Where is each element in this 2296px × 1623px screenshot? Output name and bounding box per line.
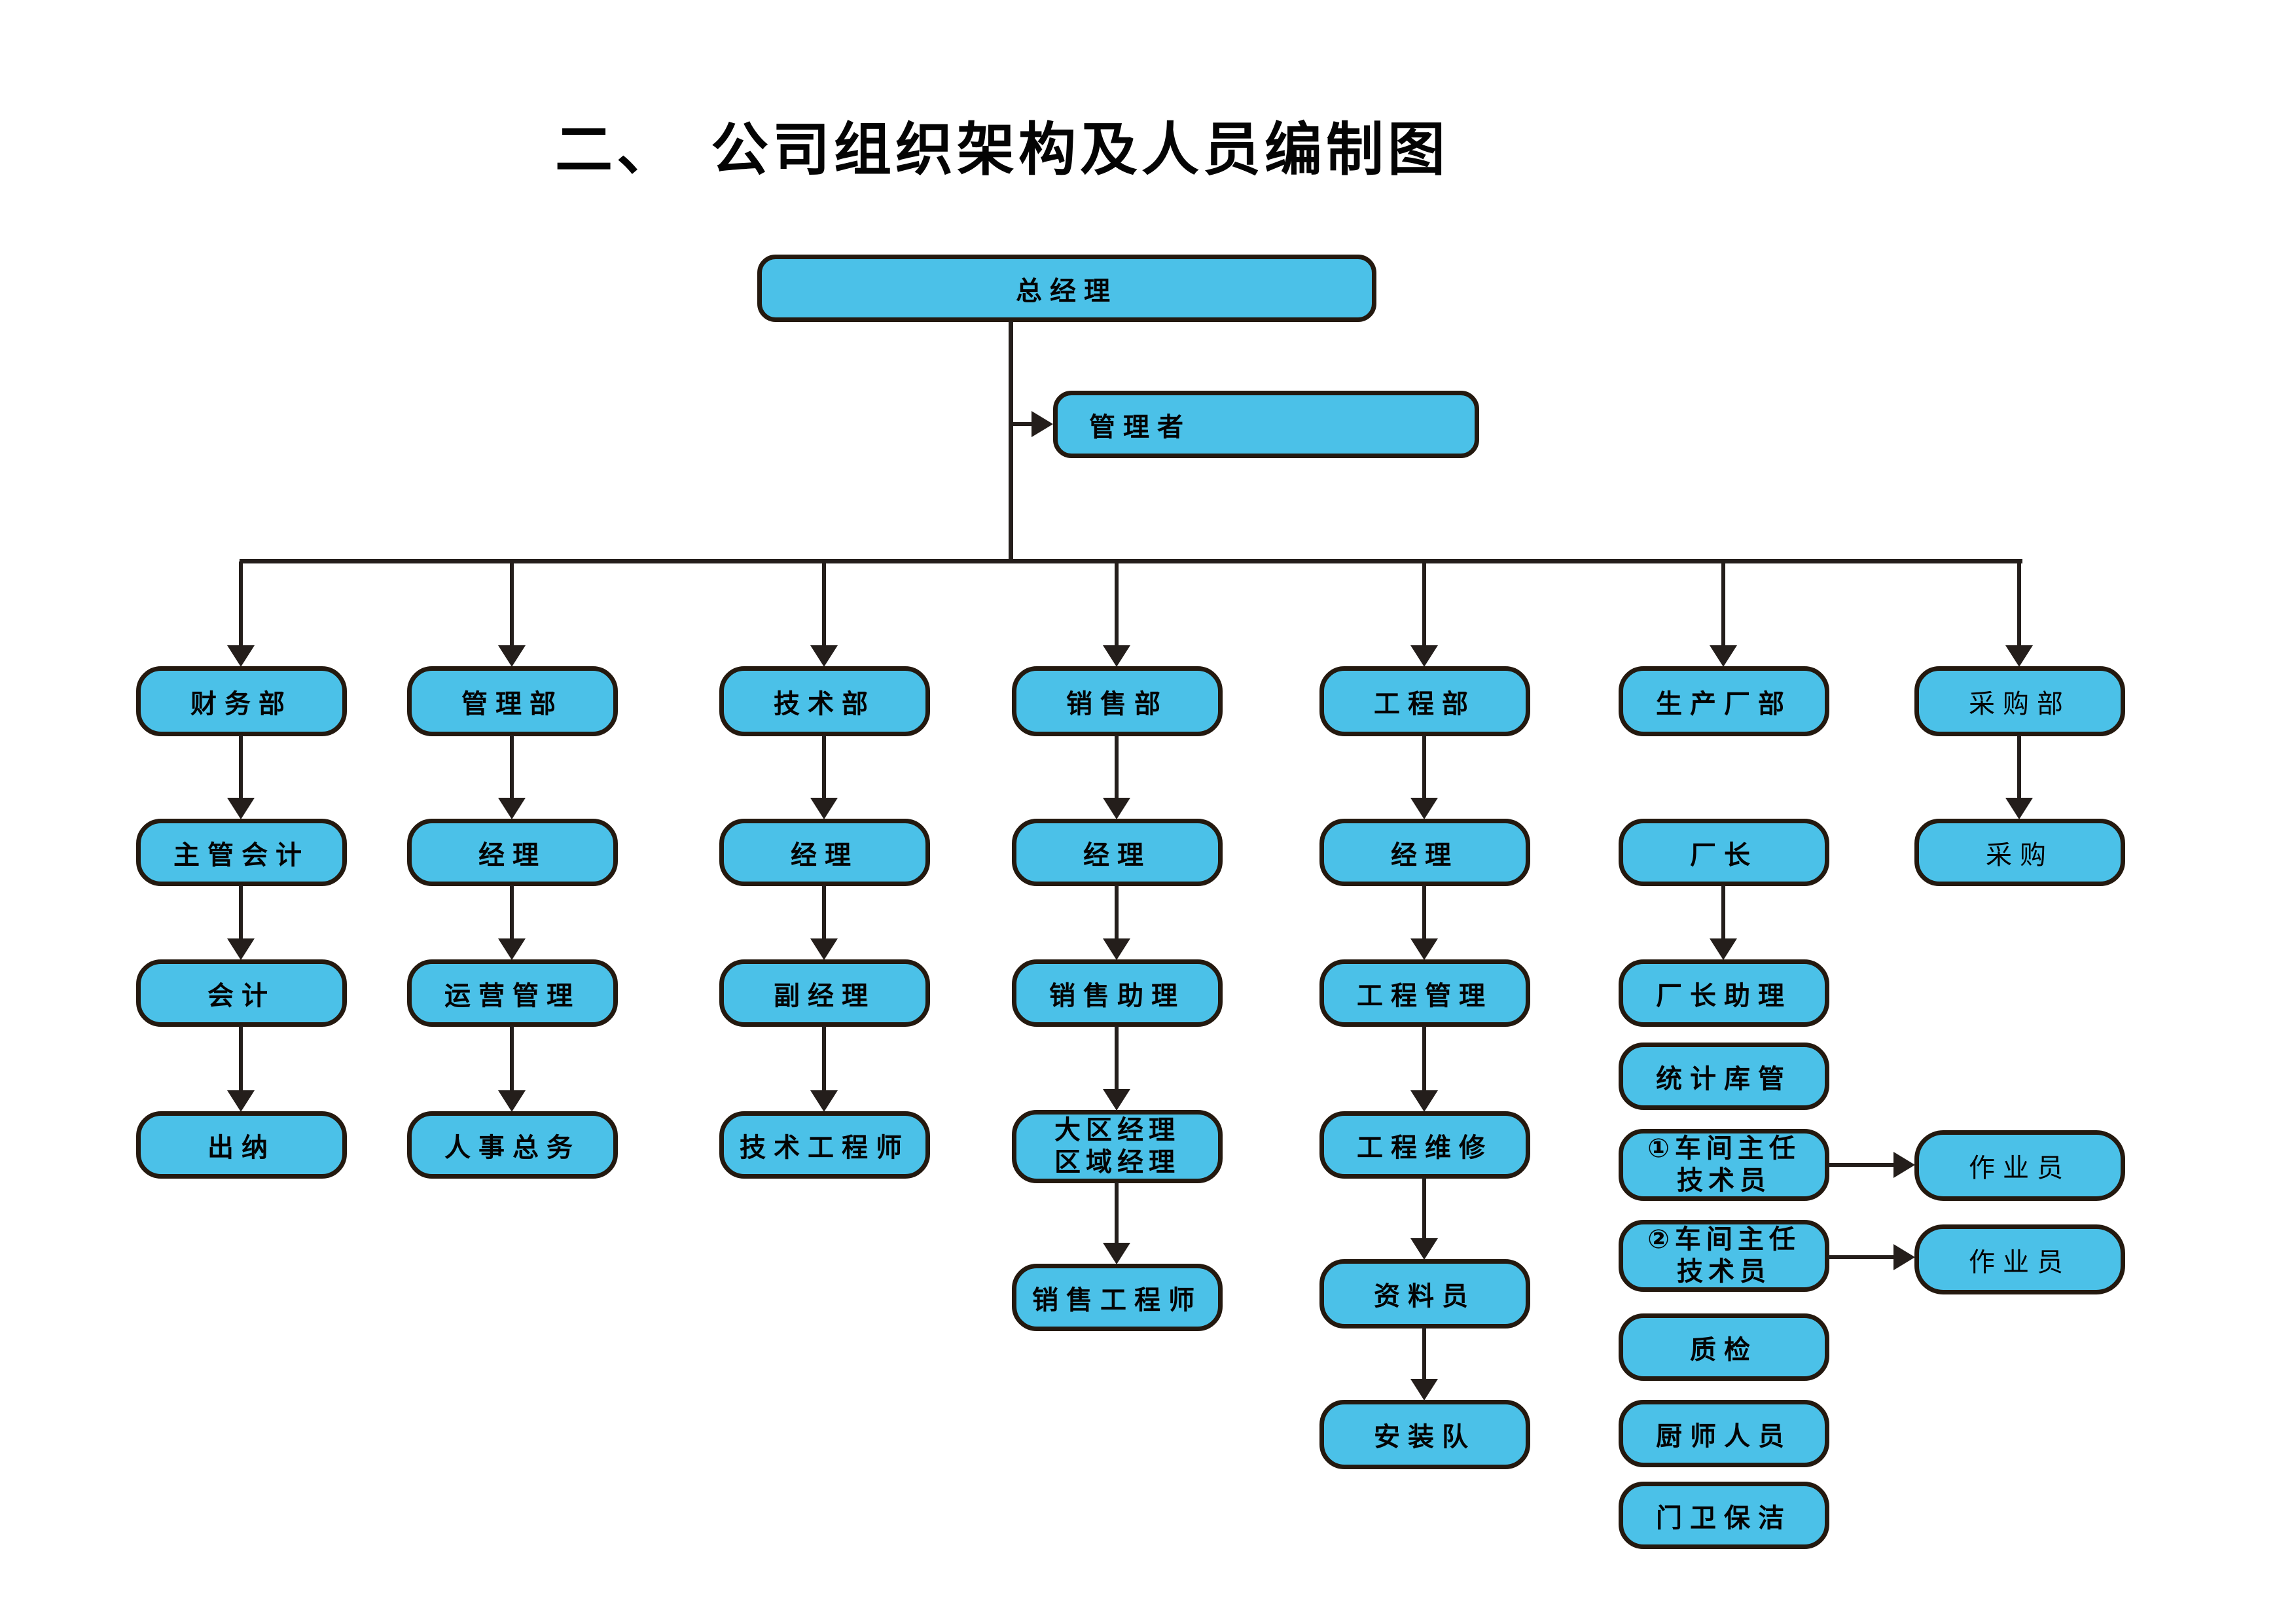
node-dept-engineering: 工程部	[1319, 666, 1530, 736]
node-engineering-management: 工程管理	[1319, 959, 1530, 1027]
node-security-cleaning: 门卫保洁	[1619, 1482, 1829, 1549]
connector-arrow-to-manager	[1011, 411, 1053, 437]
connector-branch-line	[240, 559, 2022, 563]
connector-drop-engineering	[1410, 562, 1438, 667]
connector-arrow	[810, 1026, 838, 1112]
connector-arrow	[1410, 885, 1438, 960]
connector-arrow-operator-1	[1828, 1152, 1915, 1178]
node-statistics-warehouse: 统计库管	[1619, 1043, 1829, 1110]
node-hr-general-affairs: 人事总务	[407, 1111, 618, 1179]
connector-arrow	[1410, 1177, 1438, 1260]
connector-trunk-line	[1009, 321, 1013, 562]
node-admin-manager: 经理	[407, 819, 618, 886]
connector-drop-sales	[1103, 562, 1130, 667]
node-accountant: 会计	[136, 959, 347, 1027]
connector-arrow	[1103, 1182, 1130, 1264]
node-technical-engineer: 技术工程师	[719, 1111, 930, 1179]
connector-arrow	[1410, 1327, 1438, 1400]
node-dept-tech: 技术部	[719, 666, 930, 736]
connector-drop-finance	[227, 562, 255, 667]
node-dept-sales: 销售部	[1012, 666, 1223, 736]
node-dept-production: 生产厂部	[1619, 666, 1829, 736]
node-tech-manager: 经理	[719, 819, 930, 886]
node-sales-assistant: 销售助理	[1012, 959, 1223, 1027]
node-manager: 管理者	[1053, 391, 1479, 458]
connector-arrow	[1410, 735, 1438, 819]
connector-drop-tech	[810, 562, 838, 667]
node-installation-team: 安装队	[1319, 1400, 1530, 1469]
node-dept-finance: 财务部	[136, 666, 347, 736]
connector-drop-production	[1710, 562, 1737, 667]
connector-arrow	[810, 735, 838, 819]
node-operations-management: 运营管理	[407, 959, 618, 1027]
node-eng-manager: 经理	[1319, 819, 1530, 886]
node-workshop-director-2: ②车间主任 技术员	[1619, 1220, 1829, 1292]
connector-arrow-operator-2	[1828, 1244, 1915, 1270]
connector-arrow	[227, 735, 255, 819]
node-document-clerk: 资料员	[1319, 1259, 1530, 1329]
node-workshop-director-1: ①车间主任 技术员	[1619, 1129, 1829, 1201]
node-operator-2: 作业员	[1914, 1224, 2125, 1294]
node-dept-admin: 管理部	[407, 666, 618, 736]
node-kitchen-staff: 厨师人员	[1619, 1400, 1829, 1467]
connector-arrow	[1710, 885, 1737, 960]
node-sales-manager: 经理	[1012, 819, 1223, 886]
connector-arrow	[498, 1026, 526, 1112]
node-general-manager: 总经理	[757, 255, 1376, 322]
node-cashier: 出纳	[136, 1111, 347, 1179]
connector-arrow	[1103, 885, 1130, 960]
node-quality-inspection: 质检	[1619, 1313, 1829, 1381]
connector-drop-admin	[498, 562, 526, 667]
node-dept-purchasing: 采购部	[1914, 666, 2125, 736]
connector-arrow	[498, 735, 526, 819]
connector-arrow	[2005, 735, 2033, 819]
node-chief-accountant: 主管会计	[136, 819, 347, 886]
connector-arrow	[498, 885, 526, 960]
connector-arrow	[1410, 1026, 1438, 1112]
connector-arrow	[227, 1026, 255, 1112]
connector-drop-purchasing	[2005, 562, 2033, 667]
connector-arrow	[810, 885, 838, 960]
node-plant-director-assistant: 厂长助理	[1619, 959, 1829, 1027]
page-title: 二、 公司组织架构及人员编制图	[555, 117, 1450, 182]
node-sales-engineer: 销售工程师	[1012, 1264, 1223, 1331]
node-purchasing: 采购	[1914, 819, 2125, 886]
node-regional-manager: 大区经理 区域经理	[1012, 1110, 1223, 1183]
connector-arrow	[227, 885, 255, 960]
connector-arrow	[1103, 1026, 1130, 1111]
connector-arrow	[1103, 735, 1130, 819]
node-operator-1: 作业员	[1914, 1130, 2125, 1201]
node-plant-director: 厂长	[1619, 819, 1829, 886]
node-engineering-maintenance: 工程维修	[1319, 1111, 1530, 1179]
node-deputy-manager: 副经理	[719, 959, 930, 1027]
